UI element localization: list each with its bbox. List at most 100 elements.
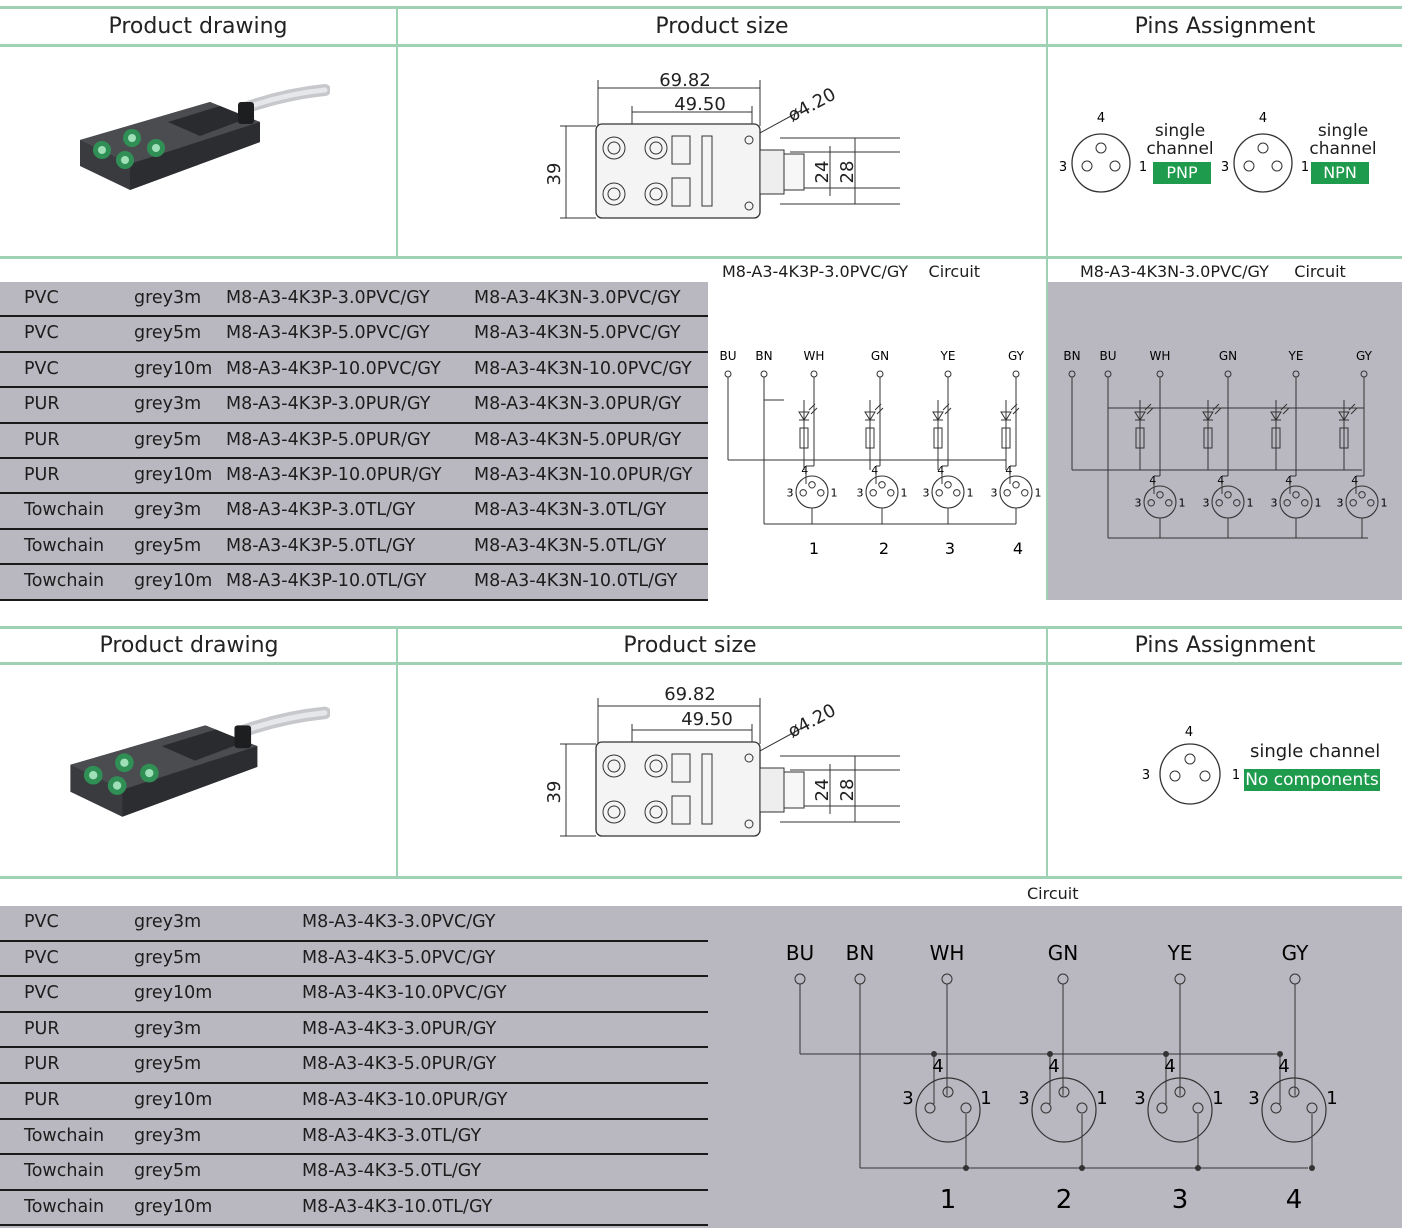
dim-outer: 28 (837, 161, 858, 184)
divider (0, 662, 1402, 665)
table-cell: M8-A3-4K3P-10.0PVC/GY (226, 358, 441, 379)
dim-height: 39 (544, 163, 565, 186)
diode-icon (1270, 411, 1282, 421)
table-cell: grey3m (134, 288, 202, 308)
diode-icon (1202, 411, 1214, 421)
circuit-line (1212, 403, 1220, 411)
table-cell: M8-A3-4K3N-3.0TL/GY (474, 500, 667, 521)
section1-header-row: Product drawing Product size Pins Assign… (0, 8, 1402, 46)
pin-icon (1233, 499, 1241, 507)
dim-height: 39 (544, 781, 565, 804)
table-cell: M8-A3-4K3N-5.0PVC/GY (474, 323, 681, 344)
pin-3-label: 3 (1336, 496, 1343, 509)
port-number: 3 (945, 539, 955, 558)
pin-1-label: 1 (1301, 160, 1308, 175)
divider (0, 626, 1402, 629)
table-cell: M8-A3-4K3-10.0TL/GY (302, 1196, 493, 1217)
pin-icon (935, 489, 943, 497)
header-product-drawing: Product drawing (99, 633, 279, 658)
pin-4-label: 4 (1259, 111, 1267, 126)
table-cell: M8-A3-4K3-3.0PUR/GY (302, 1018, 497, 1039)
pin-4-label: 4 (871, 464, 878, 477)
pin-diagram: 4 3 1 (1142, 725, 1240, 805)
circuit-title-pnp: M8-A3-4K3P-3.0PVC/GY Circuit (722, 262, 981, 281)
pin-1-label: 1 (1096, 1088, 1107, 1109)
dim-hole-dia: ø4.20 (784, 84, 839, 127)
table-cell: PUR (24, 1090, 60, 1110)
table-cell: Towchain (24, 571, 105, 592)
pin-icon (817, 489, 825, 497)
wire-label: YE (1167, 941, 1193, 965)
header-product-size: Product size (655, 14, 789, 39)
no-components-badge: No components (1244, 769, 1380, 791)
wire-label: BN (846, 941, 875, 965)
pin-4-label: 4 (1005, 464, 1012, 477)
resistor-icon (1339, 427, 1349, 449)
table-cell: grey3m (134, 394, 202, 415)
connector-icon (1147, 1077, 1213, 1143)
divider (1046, 258, 1048, 600)
pin-1-label: 1 (1139, 160, 1146, 175)
table-cell: PUR (24, 429, 60, 450)
table-cell: grey10m (134, 1090, 213, 1110)
terminal-icon (1012, 370, 1020, 378)
wire-label: GN (1048, 941, 1078, 965)
connector-icon (1211, 485, 1245, 519)
wire-label: BU (719, 349, 736, 363)
circuit-line (1146, 407, 1154, 415)
table-cell: PVC (24, 947, 59, 968)
terminal-icon (1068, 370, 1076, 378)
table-cell: PVC (24, 983, 59, 1004)
pin-4-label: 4 (1278, 1056, 1289, 1077)
circuit-line (1348, 403, 1356, 411)
table-cell: M8-A3-4K3P-3.0PUR/GY (226, 394, 431, 415)
connector-icon (999, 475, 1033, 509)
pin-1-label: 1 (1315, 496, 1322, 509)
pin-icon (924, 1102, 936, 1114)
pin-icon (1147, 499, 1155, 507)
terminal-icon (1292, 370, 1300, 378)
divider (396, 8, 398, 258)
divider (0, 6, 1402, 9)
pin-icon (1306, 1102, 1318, 1114)
divider (396, 627, 398, 877)
resistor-icon (799, 427, 809, 449)
pin-icon (1288, 1086, 1300, 1098)
pin-icon (1058, 1086, 1070, 1098)
single-channel-label: single channel (1250, 741, 1381, 762)
npn-badge: NPN (1311, 162, 1369, 184)
circuit-title: Circuit (1027, 884, 1079, 903)
pin-icon (878, 481, 886, 489)
pin-4-label: 4 (1217, 474, 1224, 487)
pin-1-label: 1 (831, 486, 838, 499)
terminal-icon (760, 370, 768, 378)
wire-label: BU (1099, 349, 1116, 363)
pin-4-label: 4 (1351, 474, 1358, 487)
connector-icon (1143, 485, 1177, 519)
table-panel (0, 906, 1402, 1228)
table-cell: M8-A3-4K3P-5.0PUR/GY (226, 429, 431, 450)
terminal-icon (724, 370, 732, 378)
pin-icon (1367, 499, 1375, 507)
pin-icon (1301, 499, 1309, 507)
terminal-icon (1057, 973, 1069, 985)
dim-inner: 24 (812, 779, 833, 802)
header-pins-assignment: Pins Assignment (1134, 633, 1316, 658)
table-cell: M8-A3-4K3-5.0PUR/GY (302, 1054, 497, 1075)
terminal-icon (854, 973, 866, 985)
pin-icon (942, 1086, 954, 1098)
dim-hole-spacing: 49.50 (674, 94, 726, 115)
pin-3-label: 3 (1059, 160, 1067, 175)
pin-1-label: 1 (1232, 768, 1240, 783)
pin-icon (1292, 491, 1300, 499)
table-cell: PVC (24, 358, 59, 379)
table-panel (0, 282, 708, 600)
pin-icon (1021, 489, 1029, 497)
terminal-icon (1360, 370, 1368, 378)
product-drawing-image (80, 84, 330, 190)
